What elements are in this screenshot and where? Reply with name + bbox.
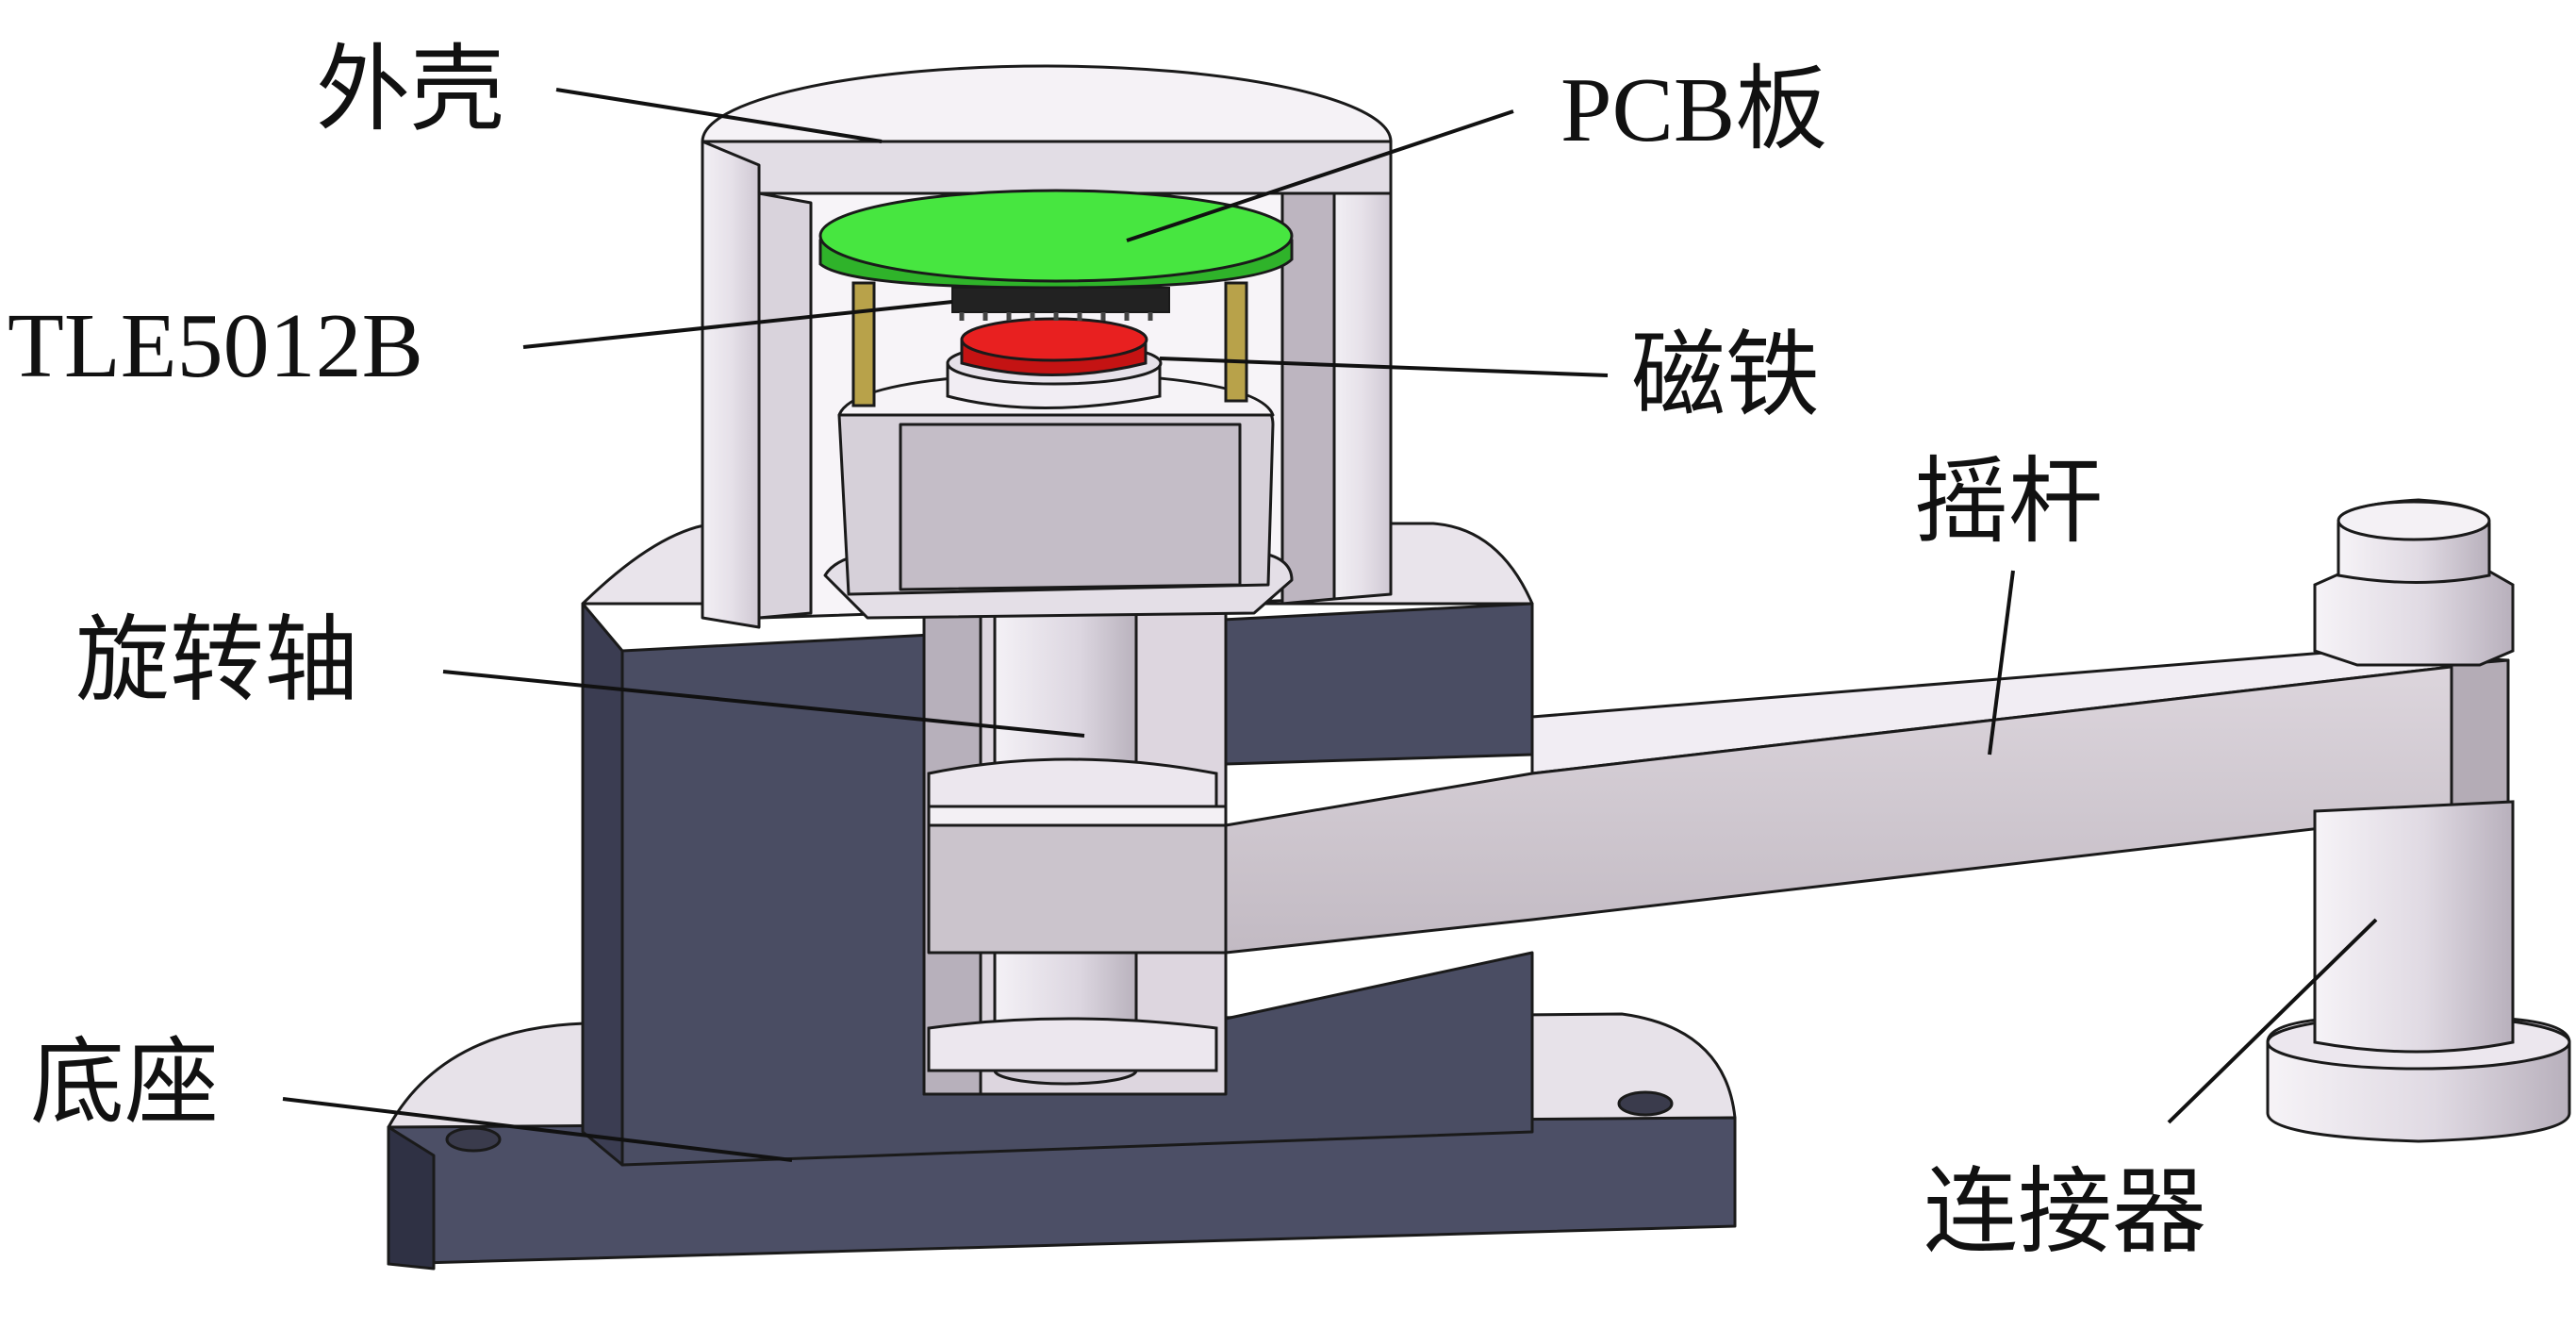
tle5012b-chip (951, 287, 1170, 321)
pillar-left (851, 281, 876, 407)
base-hole-left (445, 1126, 502, 1153)
rotating-shaft (927, 583, 1218, 1086)
rocker-hub-block (927, 823, 1228, 955)
chip-pins (959, 312, 1153, 321)
connector (2266, 498, 2571, 1143)
rocker-arm (927, 649, 2510, 955)
rocker-hub-top (927, 805, 1228, 827)
leader-shell (555, 88, 883, 143)
label-connector: 连接器 (1924, 1156, 2206, 1267)
pcb-top (818, 189, 1294, 283)
shaft-collar-upper (927, 757, 1218, 808)
magnet (946, 317, 1163, 409)
shaft-collar-lower (927, 1017, 1218, 1072)
chip-body (951, 287, 1170, 313)
leader-rocker (1988, 570, 2015, 756)
label-shaft: 旋转轴 (75, 605, 358, 715)
label-sensor: TLE5012B (8, 295, 423, 397)
label-base: 底座 (30, 1027, 219, 1138)
shell-left-wall (701, 140, 761, 629)
label-pcb: PCB板 (1560, 59, 1828, 161)
pillar-right (1224, 281, 1248, 403)
shell-right-wall (1332, 140, 1393, 601)
leader-lines (282, 88, 2378, 1162)
magnet-top (960, 317, 1148, 362)
leader-connector (2167, 918, 2378, 1124)
leader-base (282, 1097, 793, 1162)
leader-pcb (1126, 109, 1514, 242)
holder-front-face (899, 423, 1242, 591)
magnet-holder (823, 371, 1294, 620)
shell-inner-right (1280, 191, 1336, 606)
label-magnet: 磁铁 (1631, 320, 1820, 430)
base-hole-right (1617, 1090, 1674, 1117)
connector-body (2313, 800, 2515, 1054)
connector-cap-top (2337, 500, 2491, 541)
shell-inner-left (757, 191, 813, 620)
label-shell: 外壳 (316, 34, 504, 144)
leader-magnet (1159, 357, 1609, 377)
rocker-end-face (2450, 658, 2510, 813)
leader-sensor (522, 300, 953, 349)
pcb-board (818, 189, 1294, 290)
label-rocker: 摇杆 (1914, 446, 2103, 557)
base-plate-side (387, 1125, 436, 1271)
leader-shaft (442, 670, 1085, 738)
